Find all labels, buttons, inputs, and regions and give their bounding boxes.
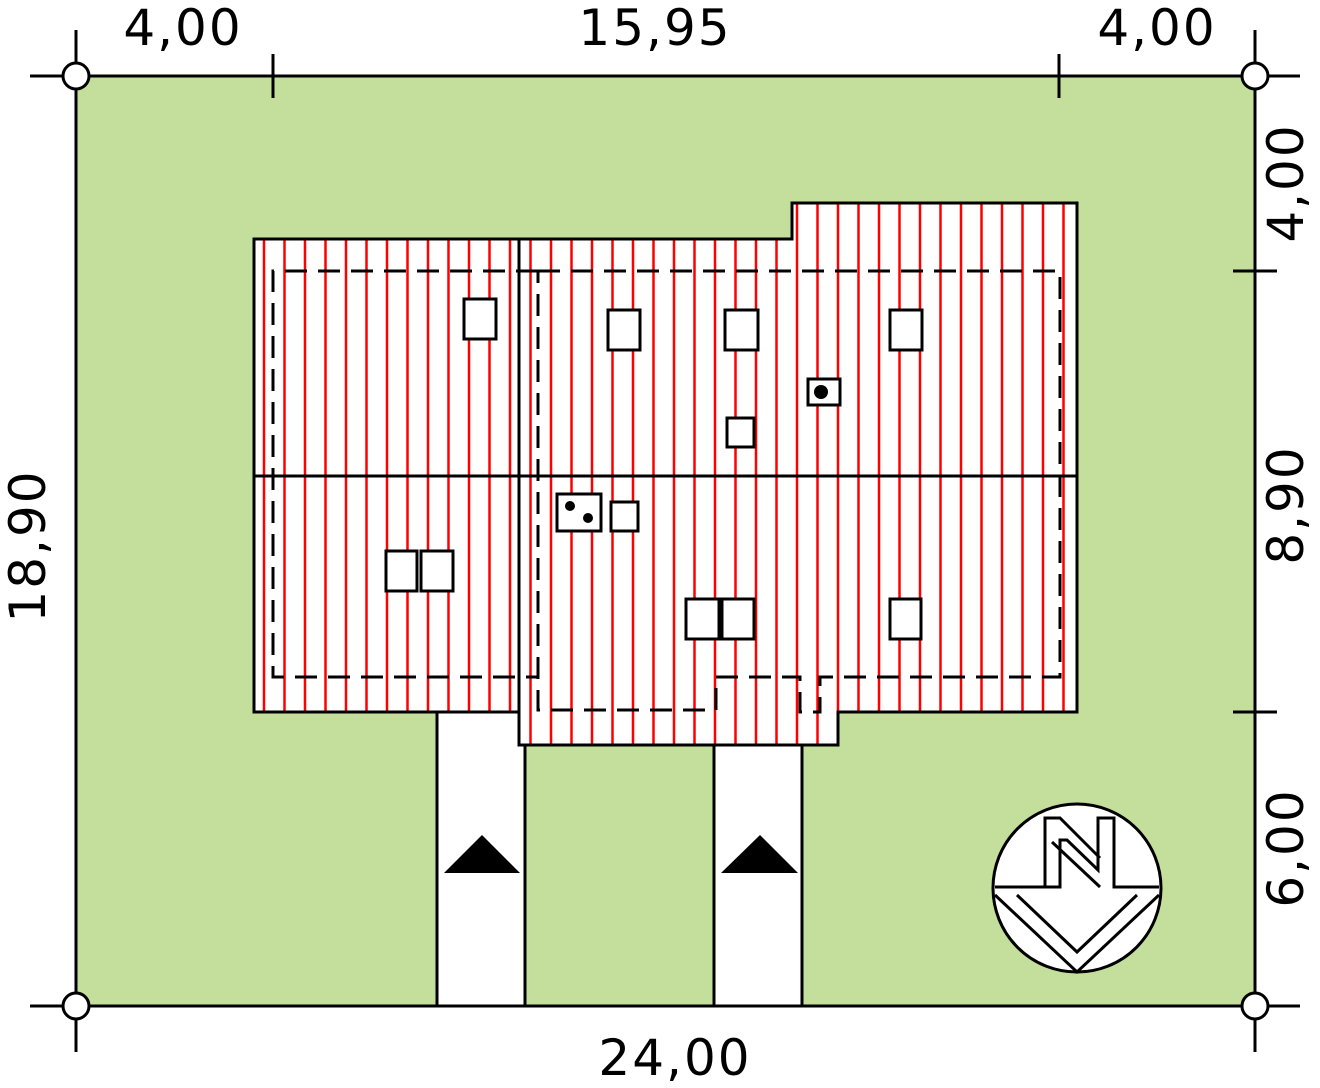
corner-marker <box>61 991 91 1021</box>
chimney <box>555 492 603 533</box>
dimension-lines <box>30 30 1300 1052</box>
roof-window <box>419 549 455 593</box>
roof-window <box>462 297 498 341</box>
chimney-flue <box>583 513 593 523</box>
dim-right-top-setback: 4,00 <box>1257 123 1315 242</box>
dim-right-bottom-setback: 6,00 <box>1257 788 1315 907</box>
roof-window <box>606 308 642 352</box>
driveway-arrow-right <box>721 835 798 873</box>
north-arrow-icon <box>991 802 1163 975</box>
driveway-arrow-left <box>444 835 520 873</box>
wall-outline-left <box>271 269 538 679</box>
dim-top-left-setback: 4,00 <box>123 0 242 57</box>
corner-marker <box>1240 61 1270 91</box>
roof-window <box>723 308 760 352</box>
corner-marker <box>1240 991 1270 1021</box>
roof-window <box>609 500 640 533</box>
roof-window <box>720 597 756 641</box>
roof-window <box>384 549 419 593</box>
dim-left-plot-depth: 18,90 <box>0 469 57 622</box>
dim-top-right-setback: 4,00 <box>1097 0 1216 57</box>
roof-windows <box>384 297 924 641</box>
driveway-right <box>712 742 804 1008</box>
roof-window <box>725 416 756 449</box>
dim-top-building-width: 15,95 <box>578 0 731 57</box>
roof-window <box>888 308 924 352</box>
roof-window <box>888 597 923 641</box>
dim-right-building-depth: 8,90 <box>1257 445 1315 564</box>
chimney-flue <box>565 501 575 511</box>
roof-window <box>684 597 721 641</box>
roof-outline-stroke <box>252 201 1079 747</box>
corner-marker <box>61 61 91 91</box>
wall-outline-main <box>536 269 1062 714</box>
roof-outline <box>254 203 1077 745</box>
chimney-flue <box>814 385 828 399</box>
corner-markers <box>61 61 1270 1021</box>
dim-bottom-plot-width: 24,00 <box>598 1029 751 1087</box>
